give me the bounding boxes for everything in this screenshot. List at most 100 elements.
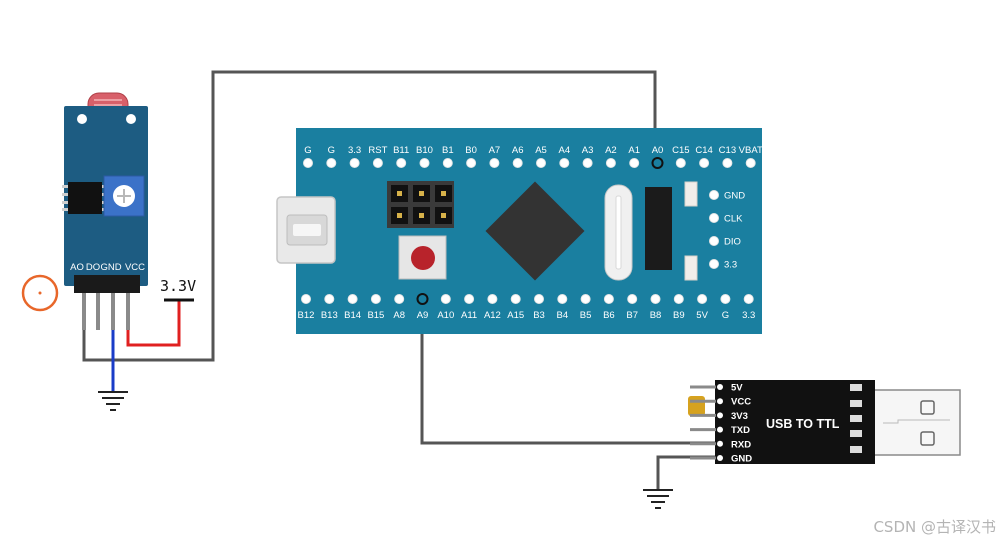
board-top-pin-hole[interactable] xyxy=(745,158,756,168)
led xyxy=(684,255,698,281)
board-bottom-pin-hole[interactable] xyxy=(627,294,638,304)
debug-pin-hole[interactable] xyxy=(709,259,719,269)
ttl-pin-pad[interactable] xyxy=(717,384,723,390)
ttl-pin-pad[interactable] xyxy=(717,440,723,447)
board-top-pin-hole[interactable] xyxy=(651,157,664,169)
ttl-pin-label: TXD xyxy=(731,425,750,436)
board-bottom-pin-label: B12 xyxy=(298,310,315,321)
ground-symbol xyxy=(98,391,128,411)
board-bottom-pin-hole[interactable] xyxy=(324,294,335,304)
board-top-pin-label: B11 xyxy=(393,145,409,156)
board-bottom-pin-label: B14 xyxy=(344,310,361,321)
debug-pin-hole[interactable] xyxy=(709,236,719,246)
board-top-pin-label: 3.3 xyxy=(348,145,361,156)
watermark: CSDN @古译汉书 xyxy=(873,518,996,536)
debug-pin-hole[interactable] xyxy=(709,213,719,223)
reset-button[interactable] xyxy=(398,235,447,280)
debug-pin-hole[interactable] xyxy=(709,190,719,200)
sensor-pin-label: VCC xyxy=(125,262,145,273)
board-top-pin-hole[interactable] xyxy=(512,158,523,168)
debug-pin-label: GND xyxy=(724,191,745,202)
board-bottom-pin-label: 5V xyxy=(696,310,708,321)
board-bottom-pin-hole[interactable] xyxy=(720,294,731,304)
board-bottom-pin-label: B6 xyxy=(603,310,615,321)
board-bottom-pin-hole[interactable] xyxy=(510,294,521,304)
board-bottom-pin-label: B7 xyxy=(626,310,638,321)
board-bottom-pin-hole[interactable] xyxy=(370,294,381,304)
ttl-pin-label: VCC xyxy=(731,397,751,408)
board-top-pin-hole[interactable] xyxy=(326,158,337,168)
board-top-pin-label: G xyxy=(304,145,311,156)
board-bottom-pin-hole[interactable] xyxy=(673,294,684,304)
board-top-pin-hole[interactable] xyxy=(722,158,733,168)
debug-pin-label: CLK xyxy=(724,214,743,225)
ttl-pin-pad[interactable] xyxy=(717,412,723,419)
board-top-pin-label: B0 xyxy=(465,145,477,156)
board-top-pin-hole[interactable] xyxy=(349,158,360,168)
board-bottom-pin-hole[interactable] xyxy=(487,294,498,304)
board-bottom-pin-label: A10 xyxy=(437,310,454,321)
board-bottom-pin-hole[interactable] xyxy=(743,294,754,304)
sensor-pin-label: GND xyxy=(100,262,121,273)
board-bottom-pin-label: B9 xyxy=(673,310,685,321)
board-top-pin-hole[interactable] xyxy=(466,158,477,168)
power-label: 3.3V xyxy=(160,277,196,295)
board-top-pin-hole[interactable] xyxy=(629,158,640,168)
board-top-pin-hole[interactable] xyxy=(559,158,570,168)
board-top-pin-hole[interactable] xyxy=(396,158,407,168)
board-top-pin-hole[interactable] xyxy=(303,158,313,168)
board-bottom-pin-hole[interactable] xyxy=(603,294,614,304)
sensor-header xyxy=(74,275,140,293)
board-top-pin-hole[interactable] xyxy=(675,158,686,168)
board-top-pin-hole[interactable] xyxy=(372,158,383,168)
board-bottom-pin-hole[interactable] xyxy=(557,294,568,304)
board-bottom-pin-hole[interactable] xyxy=(440,294,451,304)
sensor-pin-label: DO xyxy=(86,262,100,273)
board-bottom-pin-label: B3 xyxy=(533,310,545,321)
board-top-pin-hole[interactable] xyxy=(419,158,430,168)
board-bottom-pin-hole[interactable] xyxy=(650,294,661,304)
board-top-pin-label: A6 xyxy=(512,145,524,156)
wire-ao-to-a0 xyxy=(82,70,657,362)
ttl-pin-label: 5V xyxy=(731,383,743,394)
board-top-pin-hole[interactable] xyxy=(442,158,453,168)
ttl-pin-pad[interactable] xyxy=(717,398,723,405)
board-bottom-pin-label: B13 xyxy=(321,310,338,321)
board-bottom-pin-hole[interactable] xyxy=(301,294,311,304)
board-top-pin-label: C15 xyxy=(672,145,689,156)
board-bottom-pin-label: B4 xyxy=(556,310,568,321)
wire-a9-to-rxd xyxy=(420,301,717,445)
board-bottom-pin-hole[interactable] xyxy=(580,294,591,304)
board-top-pin-label: A1 xyxy=(628,145,640,156)
board-bottom-pin-hole[interactable] xyxy=(697,294,708,304)
ground-symbol xyxy=(643,489,673,509)
board-bottom-pin-label: A8 xyxy=(393,310,405,321)
board-top-pin-hole[interactable] xyxy=(536,158,546,168)
board-top-pin-label: C13 xyxy=(719,145,736,156)
board-top-pin-label: B1 xyxy=(442,145,454,156)
board-top-pin-hole[interactable] xyxy=(582,158,593,168)
board-bottom-pin-hole[interactable] xyxy=(347,294,358,304)
board-top-pin-label: A3 xyxy=(582,145,594,156)
board-top-pin-hole[interactable] xyxy=(489,158,500,168)
board-bottom-pin-hole[interactable] xyxy=(394,294,405,304)
ttl-pin-pad[interactable] xyxy=(717,426,723,433)
board-bottom-pin-hole[interactable] xyxy=(464,294,475,304)
board-top-pin-label: A2 xyxy=(605,145,617,156)
board-top-pin-label: B10 xyxy=(416,145,433,156)
usb-ttl-board xyxy=(715,380,875,464)
board-top-pin-label: RST xyxy=(368,145,387,156)
board-bottom-pin-hole[interactable] xyxy=(534,294,544,304)
ttl-pin-label: GND xyxy=(731,454,752,465)
board-top-pin-label: A5 xyxy=(535,145,547,156)
board-bottom-pin-hole[interactable] xyxy=(416,293,429,305)
board-bottom-pin-label: B15 xyxy=(367,310,384,321)
board-top-pin-hole[interactable] xyxy=(699,158,710,168)
board-top-pin-label: C14 xyxy=(695,145,712,156)
board-top-pin-label: VBAT xyxy=(739,145,763,156)
board-top-pin-hole[interactable] xyxy=(605,158,616,168)
board-top-pin-label: G xyxy=(328,145,335,156)
ttl-pin-pad[interactable] xyxy=(717,455,723,461)
